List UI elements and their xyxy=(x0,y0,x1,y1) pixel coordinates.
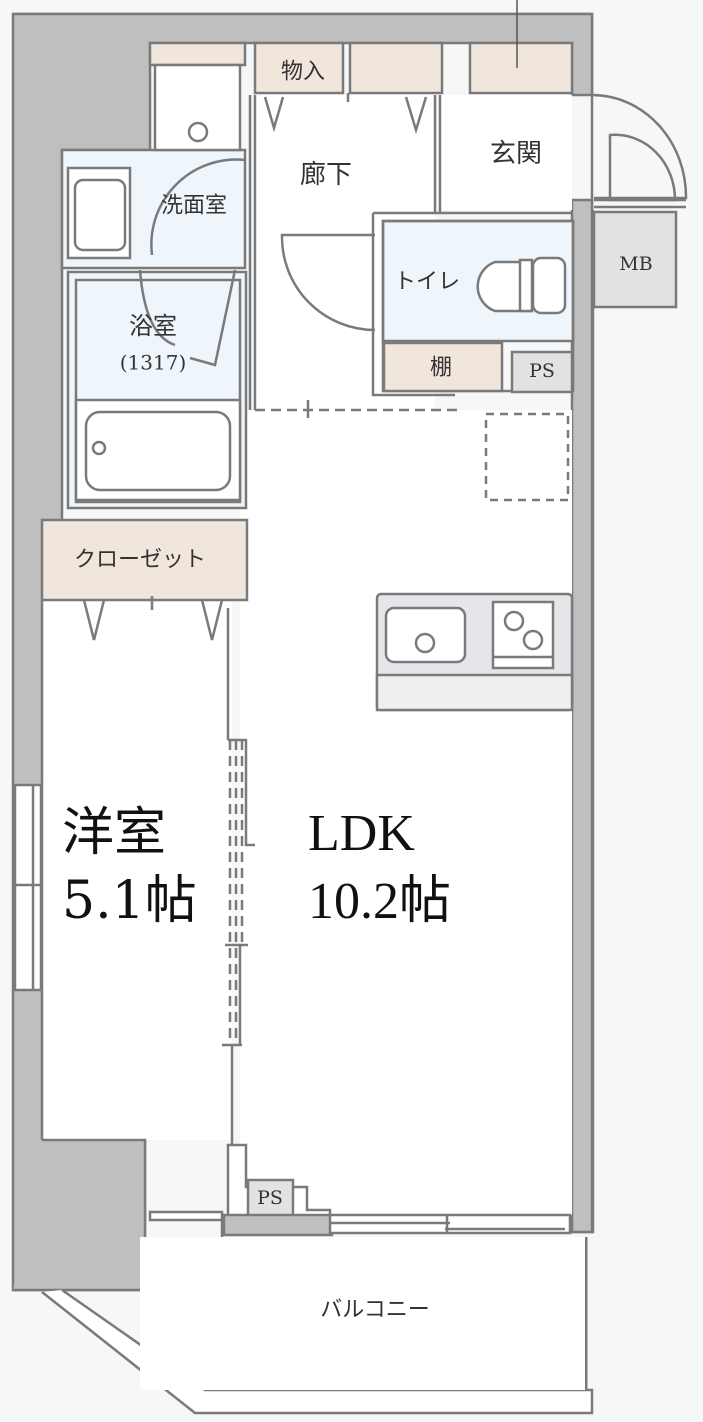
shelf xyxy=(382,341,504,393)
storage-label: 物入 xyxy=(280,59,326,85)
ldk-label: LDK 10.2帖 xyxy=(308,800,451,935)
washroom-label: 洗面室 xyxy=(160,193,228,219)
storage-monoire xyxy=(253,41,345,95)
hallway-label: 廊下 xyxy=(299,160,353,191)
toilet-bowl xyxy=(476,260,532,313)
toilet-label: トイレ xyxy=(393,269,461,295)
entrance-label: 玄関 xyxy=(489,139,543,170)
bathtub xyxy=(84,410,232,492)
bathroom-label: 浴室 xyxy=(129,312,177,341)
ps-lower-label: PS xyxy=(257,1187,283,1210)
closet-label: クローゼット xyxy=(73,547,207,573)
ldk-name: LDK xyxy=(308,805,415,862)
meter-box-label: MB xyxy=(619,253,653,276)
bathroom-size-label: (1317) xyxy=(119,350,187,375)
western-room-name: 洋室 xyxy=(62,803,167,863)
washing-machine xyxy=(153,63,242,152)
western-room-size: 5.1帖 xyxy=(62,870,197,931)
ps-upper xyxy=(510,350,574,394)
storage-strip-left xyxy=(148,41,247,67)
meter-box xyxy=(592,210,678,309)
ldk-size: 10.2帖 xyxy=(308,872,452,930)
western-room-label: 洋室 5.1帖 xyxy=(62,800,197,935)
balcony-label: バルコニー xyxy=(320,1297,430,1323)
closet xyxy=(40,518,249,602)
ps-upper-label: PS xyxy=(529,360,555,383)
shoe-storage xyxy=(468,41,574,95)
shelf-label: 棚 xyxy=(429,355,453,381)
